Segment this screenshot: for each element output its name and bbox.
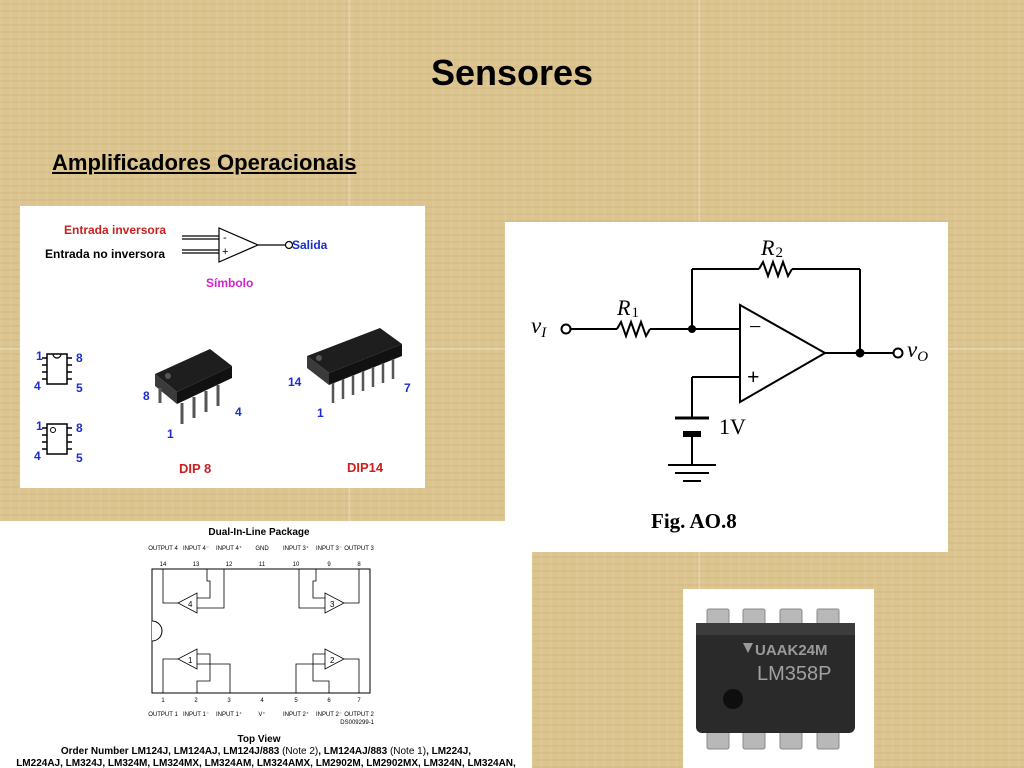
bottom-pin-label: INPUT 2⁻: [316, 712, 342, 718]
symbol-panel: Entrada inversora Entrada no inversora -…: [20, 206, 425, 488]
top-pin-label: OUTPUT 3: [344, 546, 374, 552]
battery-icon: [675, 416, 709, 437]
r1-label: R1: [616, 295, 639, 321]
small-pin-8b: 8: [76, 421, 83, 435]
dip14-pin-7: 7: [404, 381, 411, 395]
symbol-minus: -: [223, 232, 227, 244]
small-pin-4b: 4: [34, 449, 41, 463]
dip8-pin-8: 8: [143, 389, 150, 403]
bottom-pin-label: OUTPUT 1: [148, 712, 178, 718]
top-pin-number: 13: [193, 562, 200, 568]
vi-label: vI: [531, 313, 547, 341]
small-pin-8: 8: [76, 351, 83, 365]
bottom-pin-label: INPUT 2⁺: [283, 711, 309, 718]
bottom-pin-number: 7: [357, 698, 361, 704]
top-pin-label: INPUT 4⁺: [216, 545, 242, 552]
bottom-pin-number: 4: [260, 698, 264, 704]
inverting-amplifier-circuit: − + R1 R2 vI vO 1V Fig. AO.8: [531, 235, 928, 533]
symbol-plus: +: [222, 246, 228, 258]
small-pin-4: 4: [34, 379, 41, 393]
datasheet-code: DS009299-1: [340, 720, 374, 726]
opamp-triangle-icon: [182, 227, 294, 263]
vo-label: vO: [907, 337, 928, 365]
bottom-pin-number: 2: [194, 698, 198, 704]
r2-label: R2: [760, 235, 783, 261]
noninverting-input-label: Entrada no inversora: [45, 247, 165, 261]
top-pin-number: 11: [259, 562, 266, 568]
top-pin-label: INPUT 4⁻: [183, 546, 209, 552]
inverting-input-label: Entrada inversora: [64, 223, 166, 237]
bottom-pin-label: INPUT 1⁺: [216, 711, 242, 718]
top-pin-label: GND: [255, 546, 269, 552]
top-pin-number: 14: [160, 562, 167, 568]
order-number-line-2: LM224AJ, LM324J, LM324M, LM324MX, LM324A…: [16, 758, 516, 768]
symbol-caption: Símbolo: [206, 276, 253, 290]
junction-node-inverting: [688, 325, 696, 333]
chip-body-highlight: [696, 623, 855, 635]
bottom-pin-number: 6: [327, 698, 331, 704]
bottom-pin-label: OUTPUT 2: [344, 712, 374, 718]
small-pin-5: 5: [76, 381, 83, 395]
lm358p-chip-photo: UAAK24M LM358P: [696, 608, 855, 750]
dip8-label: DIP 8: [179, 461, 211, 476]
amp-number-4: 4: [188, 600, 193, 609]
chip-part-number: LM358P: [757, 663, 832, 685]
dip14-chip-icon: [307, 328, 402, 403]
chip-logo-text: UAAK24M: [755, 642, 828, 659]
internal-amplifiers: [162, 569, 360, 693]
circuit-wires: [560, 259, 904, 482]
small-dip-outline-1: [42, 353, 72, 385]
small-pin-1: 1: [36, 349, 43, 363]
package-title: Dual-In-Line Package: [208, 527, 310, 538]
dip14-pin-14: 14: [288, 375, 302, 389]
bottom-pin-number: 3: [227, 698, 231, 704]
top-pin-row: OUTPUT 4 14 INPUT 4⁻ 13 INPUT 4⁺ 12 GND 11 INPUT…: [148, 545, 374, 568]
top-pin-number: 10: [293, 562, 300, 568]
amp-number-2: 2: [330, 656, 335, 665]
order-number-line-1: Order Number LM124J, LM124AJ, LM124J/883…: [61, 746, 471, 757]
figure-caption: Fig. AO.8: [651, 509, 737, 533]
opamp-symbol-diagram: Entrada inversora Entrada no inversora -…: [34, 223, 411, 476]
top-pin-label: INPUT 3⁺: [283, 545, 309, 552]
amp-number-1: 1: [188, 656, 193, 665]
circuit-minus: −: [749, 314, 761, 339]
package-body: [151, 568, 371, 694]
dip14-label: DIP14: [347, 460, 384, 475]
top-pin-label: OUTPUT 4: [148, 546, 178, 552]
bottom-pin-label: INPUT 1⁻: [183, 712, 209, 718]
slide-subtitle: Amplificadores Operacionais: [52, 150, 357, 175]
dip14-pin-1: 1: [317, 406, 324, 420]
small-dip-outline-2: [42, 423, 72, 455]
top-pin-label: INPUT 3⁻: [316, 546, 342, 552]
slide-title: Sensores: [430, 52, 594, 93]
junction-node-output: [855, 348, 865, 358]
chip-photo-panel: UAAK24M LM358P: [683, 589, 874, 768]
bottom-pin-label: V⁺: [258, 711, 265, 718]
top-pin-number: 9: [327, 562, 331, 568]
battery-label: 1V: [719, 414, 746, 439]
output-label: Salida: [292, 238, 328, 252]
bottom-pin-number: 5: [294, 698, 298, 704]
small-pin-5b: 5: [76, 451, 83, 465]
small-pin-1b: 1: [36, 419, 43, 433]
chip-bottom-pins: [706, 728, 840, 750]
chip-top-pins: [706, 608, 840, 628]
dip8-pin-1: 1: [167, 427, 174, 441]
top-view-label: Top View: [238, 734, 281, 745]
top-pin-number: 12: [226, 562, 233, 568]
pin1-dot-icon: [723, 689, 743, 709]
circuit-panel: − + R1 R2 vI vO 1V Fig. AO.8: [505, 222, 948, 552]
top-pin-number: 8: [357, 562, 361, 568]
circuit-plus: +: [747, 364, 760, 389]
amp-number-3: 3: [330, 600, 335, 609]
ti-logo-icon: [743, 643, 753, 653]
dip8-pin-4: 4: [235, 405, 242, 419]
dip8-chip-icon: [155, 349, 232, 424]
bottom-pin-number: 1: [161, 698, 165, 704]
